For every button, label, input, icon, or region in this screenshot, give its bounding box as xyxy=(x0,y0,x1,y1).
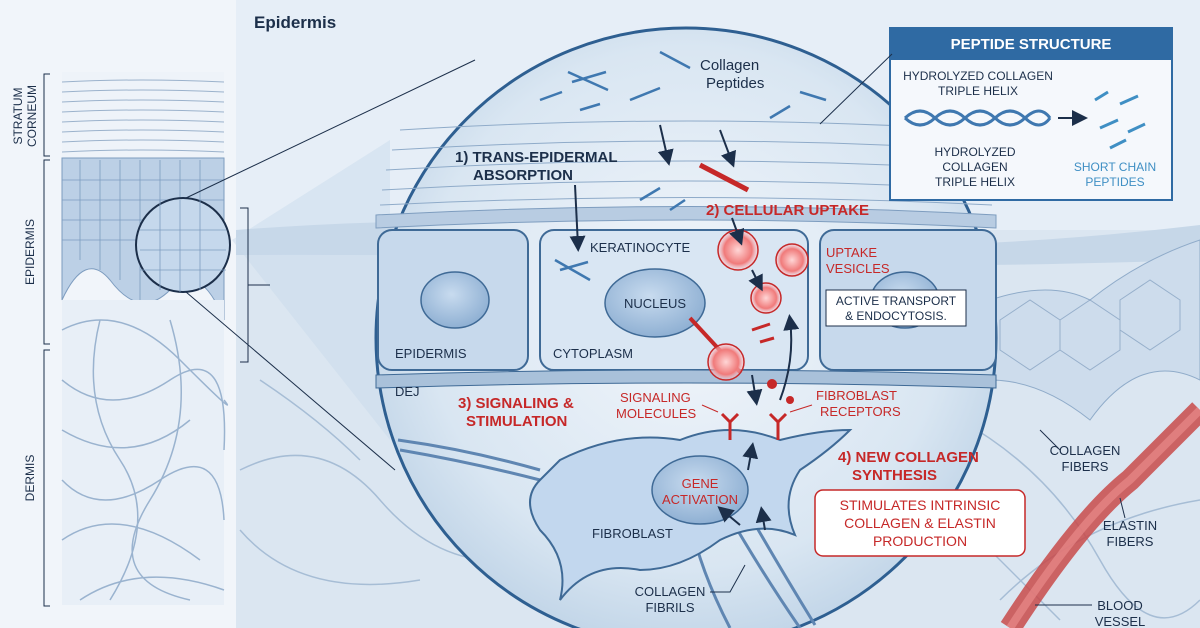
stimulates-box xyxy=(814,489,1026,557)
dej-label: DEJ xyxy=(395,384,420,399)
active-transport-label-1: ACTIVE TRANSPORT xyxy=(836,294,957,308)
epidermis-cell-label: EPIDERMIS xyxy=(395,346,467,361)
blood-vessel-label-1: BLOOD xyxy=(1097,598,1143,613)
triple-helix-icon xyxy=(903,109,1052,127)
step3-label-1: 3) SIGNALING & xyxy=(458,395,574,412)
step4-label-2: SYNTHESIS xyxy=(852,467,937,484)
magnifier-small-circle xyxy=(135,197,231,293)
elastin-fibers-label-1: ELASTIN xyxy=(1103,518,1157,533)
stimulates-label-2: COLLAGEN & ELASTIN xyxy=(844,515,996,531)
collagen-fibers-label-2: FIBERS xyxy=(1062,459,1109,474)
blood-vessel-label-2: VESSEL xyxy=(1095,614,1146,628)
step4-label-1: 4) NEW COLLAGEN xyxy=(838,449,979,466)
flow-arrows xyxy=(569,124,800,531)
collagen-fibrils-label-1: COLLAGEN xyxy=(635,584,706,599)
step2-label: 2) CELLULAR UPTAKE xyxy=(706,202,869,219)
background-cells xyxy=(989,239,1200,421)
signaling-molecules-label-1: SIGNALING xyxy=(620,390,691,405)
stimulates-label-1: STIMULATES INTRINSIC xyxy=(840,497,1001,513)
uptake-vesicles-label-1: UPTAKE xyxy=(826,245,877,260)
gene-activation-label-1: GENE xyxy=(682,476,719,491)
fibroblast-receptors xyxy=(720,412,788,440)
peptide-bottom-label-1: HYDROLYZED xyxy=(934,145,1015,159)
gene-activation-label-2: ACTIVATION xyxy=(662,492,738,507)
layer-label-stratum-2: CORNEUM xyxy=(25,85,39,147)
layer-label-stratum-1: STRATUM xyxy=(11,87,25,144)
collagen-peptides-label-2: Peptides xyxy=(706,75,764,92)
short-chain-label-1: SHORT CHAIN xyxy=(1074,160,1156,174)
active-transport-label-2: & ENDOCYTOSIS. xyxy=(845,309,947,323)
peptide-top-label-1: HYDROLYZED COLLAGEN xyxy=(903,69,1053,83)
fibroblast-receptors-label-2: RECEPTORS xyxy=(820,404,901,419)
collagen-fibers-label-1: COLLAGEN xyxy=(1050,443,1121,458)
collagen-fibrils-label-2: FIBRILS xyxy=(645,600,694,615)
step1-label-1: 1) TRANS-EPIDERMAL xyxy=(455,149,618,166)
header-title: Epidermis xyxy=(254,13,336,32)
peptide-structure-inset: PEPTIDE STRUCTURE HYDROLYZED COLLAGEN TR… xyxy=(889,27,1173,201)
short-chain-label-2: PEPTIDES xyxy=(1085,175,1144,189)
uptake-vesicles-label-2: VESICLES xyxy=(826,261,890,276)
signaling-molecules-label-2: MOLECULES xyxy=(616,406,697,421)
collagen-peptide-icons xyxy=(539,50,827,282)
layer-label-epidermis: EPIDERMIS xyxy=(23,219,37,285)
active-transport-box xyxy=(825,289,967,327)
peptide-bottom-label-3: TRIPLE HELIX xyxy=(935,175,1015,189)
red-peptide xyxy=(698,162,750,193)
short-chain-peptides-icon xyxy=(1094,90,1146,150)
nucleus-label: NUCLEUS xyxy=(624,296,686,311)
fibroblast-receptors-label-1: FIBROBLAST xyxy=(816,388,897,403)
layer-label-dermis: DERMIS xyxy=(23,455,37,502)
left-skin-cross-section: STRATUM CORNEUM EPIDERMIS DERMIS xyxy=(11,72,231,607)
step3-label-2: STIMULATION xyxy=(466,413,567,430)
fibroblast-label: FIBROBLAST xyxy=(592,526,673,541)
step1-label-2: ABSORPTION xyxy=(473,167,573,184)
keratinocyte-label: KERATINOCYTE xyxy=(590,240,690,255)
collagen-peptides-label-1: Collagen xyxy=(700,57,759,74)
stimulates-label-3: PRODUCTION xyxy=(873,533,967,549)
elastin-fibers-label-2: FIBERS xyxy=(1107,534,1154,549)
peptide-structure-title: PEPTIDE STRUCTURE xyxy=(951,36,1112,53)
peptide-bottom-label-2: COLLAGEN xyxy=(942,160,1007,174)
peptide-top-label-2: TRIPLE HELIX xyxy=(938,84,1018,98)
nucleus xyxy=(604,268,706,338)
cytoplasm-label: CYTOPLASM xyxy=(553,346,633,361)
